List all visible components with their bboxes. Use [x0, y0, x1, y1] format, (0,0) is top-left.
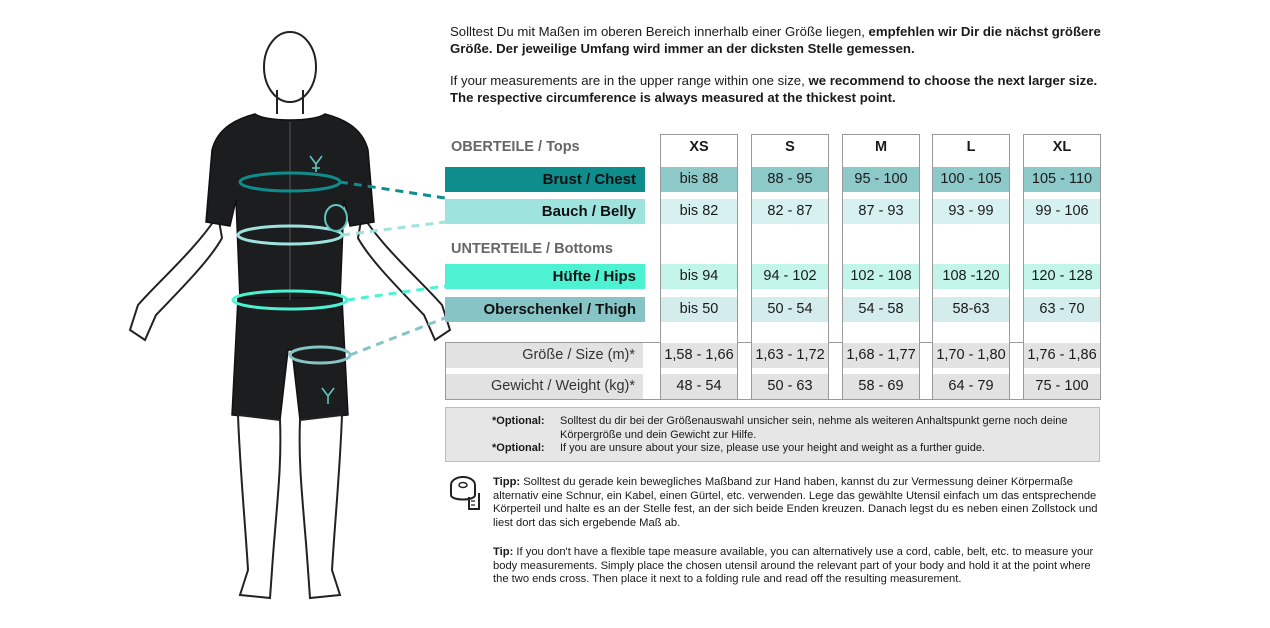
intro-english-bold: we recommend to choose the next larger s…	[450, 73, 1098, 105]
cell-thigh-l: 58-63	[933, 297, 1009, 322]
cell-thigh-xs: bis 50	[661, 297, 737, 322]
cell-height-m: 1,68 - 1,77	[843, 343, 919, 368]
size-header: XL	[1052, 139, 1072, 155]
row-label-belly: Bauch / Belly	[445, 199, 645, 224]
cell-thigh-xl: 63 - 70	[1024, 297, 1100, 322]
intro-german: Solltest Du mit Maßen im oberen Bereich …	[450, 23, 1110, 57]
cell-height-l: 1,70 - 1,80	[933, 343, 1009, 368]
cell-height-s: 1,63 - 1,72	[752, 343, 828, 368]
cell-belly-l: 93 - 99	[933, 199, 1009, 224]
cell-chest-xl: 105 - 110	[1024, 167, 1100, 192]
tip-german-key: Tipp:	[493, 476, 521, 488]
size-header: XS	[689, 139, 709, 155]
cell-chest-xs: bis 88	[661, 167, 737, 192]
cell-weight-l: 64 - 79	[933, 374, 1009, 399]
intro-german-normal: Solltest Du mit Maßen im oberen Bereich …	[450, 24, 869, 39]
size-header: L	[966, 139, 976, 155]
optional-note: *Optional: Solltest du dir bei der Größe…	[445, 407, 1100, 462]
row-label-chest: Brust / Chest	[445, 167, 645, 192]
size-header: S	[785, 139, 795, 155]
optional-text-de: Solltest du dir bei der Größenauswahl un…	[560, 415, 1068, 441]
row-label-hips: Hüfte / Hips	[445, 264, 645, 289]
cell-hips-xl: 120 - 128	[1024, 264, 1100, 289]
tape-measure-icon	[450, 476, 480, 510]
optional-text-en: If you are unsure about your size, pleas…	[560, 442, 985, 454]
cell-height-xl: 1,76 - 1,86	[1024, 343, 1100, 368]
group-heading-bottoms: UNTERTEILE / Bottoms	[451, 241, 613, 257]
cell-thigh-m: 54 - 58	[843, 297, 919, 322]
cell-thigh-s: 50 - 54	[752, 297, 828, 322]
cell-weight-xs: 48 - 54	[661, 374, 737, 399]
tip-english-key: Tip:	[493, 546, 514, 558]
cell-hips-s: 94 - 102	[752, 264, 828, 289]
tip-german: Tipp: Solltest du gerade kein bewegliche…	[493, 476, 1103, 530]
cell-belly-m: 87 - 93	[843, 199, 919, 224]
size-header: M	[874, 139, 888, 155]
cell-height-xs: 1,58 - 1,66	[661, 343, 737, 368]
intro-german-bold: empfehlen wir Dir die nächst größere Grö…	[450, 24, 1101, 56]
cell-belly-xs: bis 82	[661, 199, 737, 224]
cell-weight-m: 58 - 69	[843, 374, 919, 399]
cell-belly-s: 82 - 87	[752, 199, 828, 224]
intro-english-normal: If your measurements are in the upper ra…	[450, 73, 809, 88]
body-figure	[128, 31, 452, 600]
tip-english-text: If you don't have a flexible tape measur…	[493, 546, 1094, 586]
group-heading-tops: OBERTEILE / Tops	[451, 139, 580, 155]
tip-english: Tip: If you don't have a flexible tape m…	[493, 546, 1103, 587]
row-label-height: Größe / Size (m)*	[446, 343, 643, 368]
cell-chest-s: 88 - 95	[752, 167, 828, 192]
cell-weight-s: 50 - 63	[752, 374, 828, 399]
deer-logo-icon	[309, 155, 335, 404]
cell-weight-xl: 75 - 100	[1024, 374, 1100, 399]
row-label-thigh: Oberschenkel / Thigh	[445, 297, 645, 322]
row-label-weight: Gewicht / Weight (kg)*	[446, 374, 643, 399]
optional-key-en: *Optional:	[492, 442, 545, 454]
cell-hips-l: 108 -120	[933, 264, 1009, 289]
cell-chest-l: 100 - 105	[933, 167, 1009, 192]
cell-chest-m: 95 - 100	[843, 167, 919, 192]
optional-key-de: *Optional:	[492, 415, 545, 427]
tip-german-text: Solltest du gerade kein bewegliches Maßb…	[493, 476, 1098, 529]
cell-hips-xs: bis 94	[661, 264, 737, 289]
intro-english: If your measurements are in the upper ra…	[450, 72, 1110, 106]
cell-belly-xl: 99 - 106	[1024, 199, 1100, 224]
cell-hips-m: 102 - 108	[843, 264, 919, 289]
